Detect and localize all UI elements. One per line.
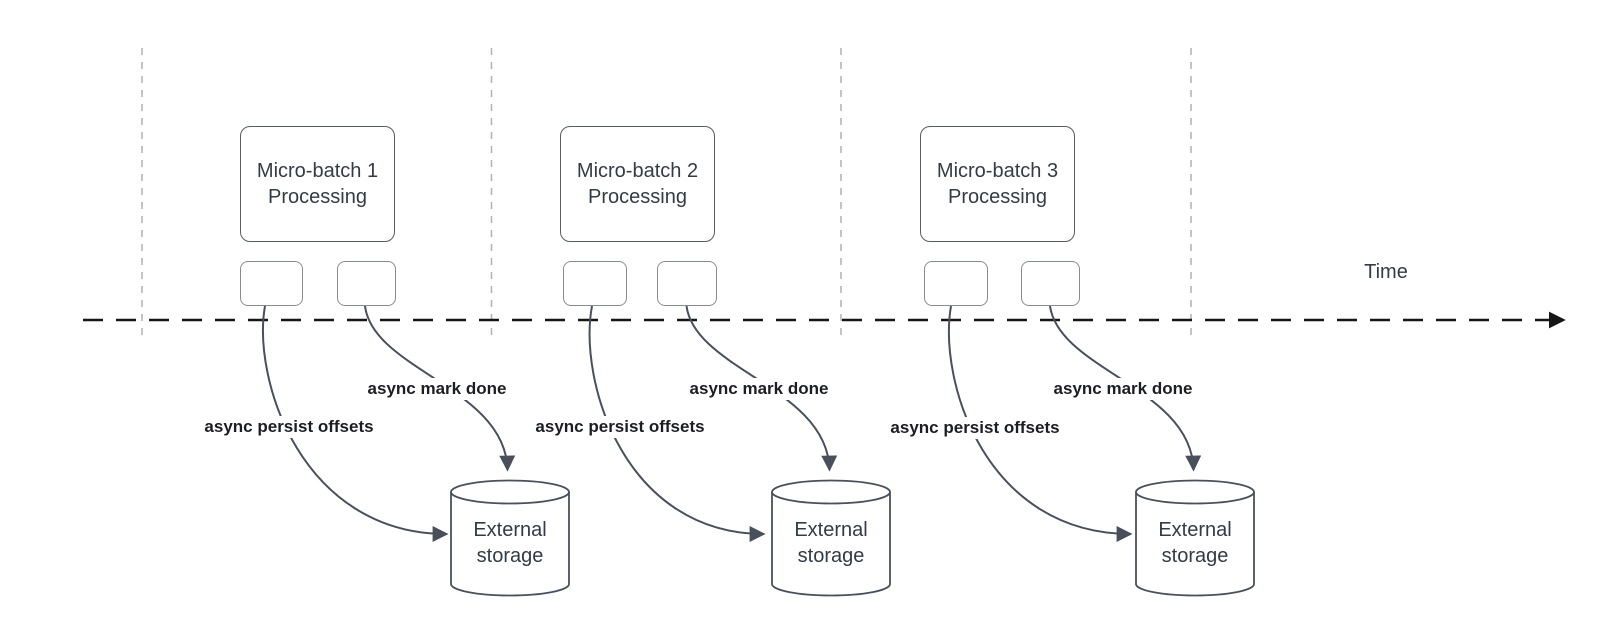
storage-cylinder-top-2: [771, 479, 891, 505]
micro-batch-3-title: Micro-batch 3: [936, 160, 1059, 182]
mark-done-label-3: async mark done: [1050, 378, 1196, 400]
storage-cylinder-body-3: [1135, 492, 1255, 597]
micro-batch-2-subtitle: Processing: [588, 186, 687, 208]
persist-offsets-arrow-3: [947, 305, 1133, 542]
persist-offsets-label-3: async persist offsets: [887, 417, 1063, 439]
micro-batch-1-title: Micro-batch 1: [256, 160, 379, 182]
storage-cylinder-top-1: [450, 479, 570, 505]
persist-offsets-arrow-1: [262, 305, 449, 542]
persist-offsets-arrow-2: [588, 305, 766, 542]
storage-cylinder-body-1: [450, 492, 570, 597]
external-storage-label-3: External storage: [1135, 517, 1255, 569]
external-storage-line1: External: [473, 519, 547, 541]
external-storage-label-1: External storage: [450, 517, 570, 569]
done-task-rect-2: [657, 261, 717, 306]
persist-offsets-label-2: async persist offsets: [532, 416, 708, 438]
external-storage-line2: storage: [797, 545, 865, 567]
storage-cylinder-top-3: [1135, 479, 1255, 505]
micro-batch-2-box: Micro-batch 2 Processing: [560, 126, 715, 242]
done-task-rect-1: [337, 261, 396, 306]
external-storage-line2: storage: [476, 545, 544, 567]
external-storage-line1: External: [1158, 519, 1232, 541]
micro-batch-2-title: Micro-batch 2: [576, 160, 699, 182]
offsets-task-rect-1: [240, 261, 303, 306]
persist-offsets-label-1: async persist offsets: [201, 416, 377, 438]
micro-batch-3-subtitle: Processing: [948, 186, 1047, 208]
external-storage-label-2: External storage: [771, 517, 891, 569]
offsets-task-rect-3: [924, 261, 988, 306]
micro-batch-3-box: Micro-batch 3 Processing: [920, 126, 1075, 242]
offsets-task-rect-2: [563, 261, 627, 306]
time-axis-label: Time: [1364, 261, 1408, 283]
done-task-rect-3: [1021, 261, 1080, 306]
micro-batch-1-box: Micro-batch 1 Processing: [240, 126, 395, 242]
external-storage-line2: storage: [1161, 545, 1229, 567]
external-storage-line1: External: [794, 519, 868, 541]
mark-done-label-1: async mark done: [364, 378, 510, 400]
storage-cylinder-body-2: [771, 492, 891, 597]
mark-done-label-2: async mark done: [686, 378, 832, 400]
micro-batch-1-subtitle: Processing: [268, 186, 367, 208]
